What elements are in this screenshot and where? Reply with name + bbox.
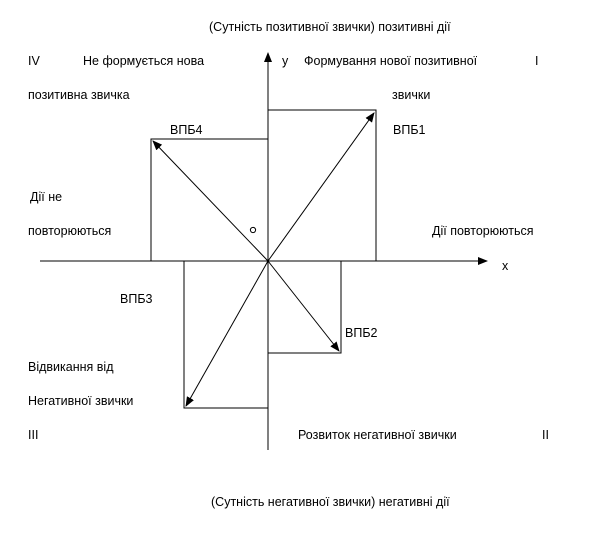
axis-x-label: x bbox=[502, 259, 509, 273]
vpb4-label: ВПБ4 bbox=[170, 123, 203, 137]
quadrant-ii-numeral: II bbox=[542, 428, 549, 442]
quadrant-i-text-line2: звички bbox=[392, 88, 431, 102]
quadrant-i-text-line1: Формування нової позитивної bbox=[304, 54, 478, 68]
vector-vpb4 bbox=[152, 140, 269, 262]
vpb3-label: ВПБ3 bbox=[120, 292, 153, 306]
quadrant-iv-text-line1: Не формується нова bbox=[83, 54, 205, 68]
vpb2-label: ВПБ2 bbox=[345, 326, 378, 340]
rect-vpb2 bbox=[268, 261, 342, 354]
vector-vpb2 bbox=[267, 260, 340, 352]
left-text-line2: повторюються bbox=[28, 224, 112, 238]
quadrant-iii-numeral: III bbox=[28, 428, 39, 442]
axis-y-label: y bbox=[282, 54, 289, 68]
quadrant-iv-text-line2: позитивна звичка bbox=[28, 88, 130, 102]
bottom-caption: (Сутність негативної звички) негативні д… bbox=[211, 495, 450, 509]
origin-circle-marker bbox=[249, 226, 257, 234]
quadrant-ii-text: Розвиток негативної звички bbox=[298, 428, 457, 442]
vector-vpb1 bbox=[267, 112, 375, 262]
quadrant-iii-text-line1: Відвикання від bbox=[28, 360, 114, 374]
quadrant-i-numeral: I bbox=[535, 54, 539, 68]
vector-vpb3 bbox=[185, 260, 269, 407]
top-caption: (Сутність позитивної звички) позитивні д… bbox=[209, 20, 451, 34]
rect-vpb1 bbox=[268, 109, 377, 261]
vpb1-label: ВПБ1 bbox=[393, 123, 426, 137]
rect-vpb3 bbox=[183, 261, 268, 409]
quadrant-iii-text-line2: Негативної звички bbox=[28, 394, 134, 408]
quadrant-iv-numeral: IV bbox=[28, 54, 40, 68]
left-text-line1: Дії не bbox=[30, 190, 63, 204]
right-text: Дії повторюються bbox=[432, 224, 534, 238]
rect-vpb4 bbox=[150, 138, 268, 261]
